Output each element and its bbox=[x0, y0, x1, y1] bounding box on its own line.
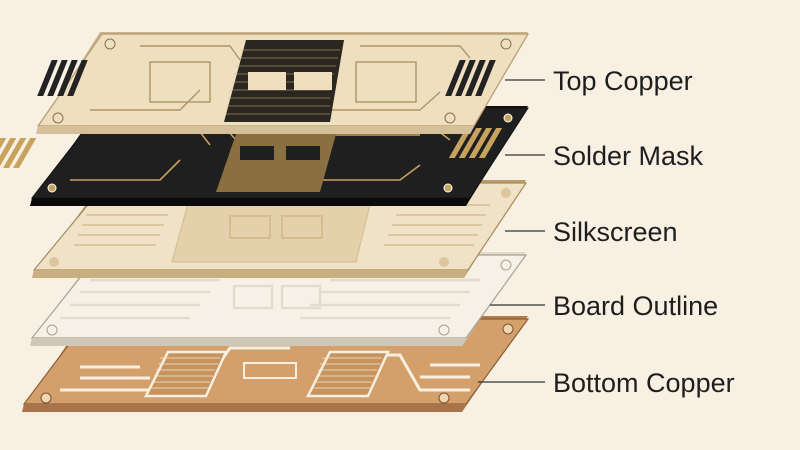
label-solder-mask: Solder Mask bbox=[553, 141, 704, 171]
leader-lines bbox=[478, 79, 545, 383]
label-board-outline: Board Outline bbox=[553, 291, 718, 321]
label-top-copper: Top Copper bbox=[553, 66, 693, 96]
label-bottom-copper: Bottom Copper bbox=[553, 368, 735, 398]
label-silkscreen: Silkscreen bbox=[553, 217, 678, 247]
top-copper-layer bbox=[36, 32, 530, 134]
